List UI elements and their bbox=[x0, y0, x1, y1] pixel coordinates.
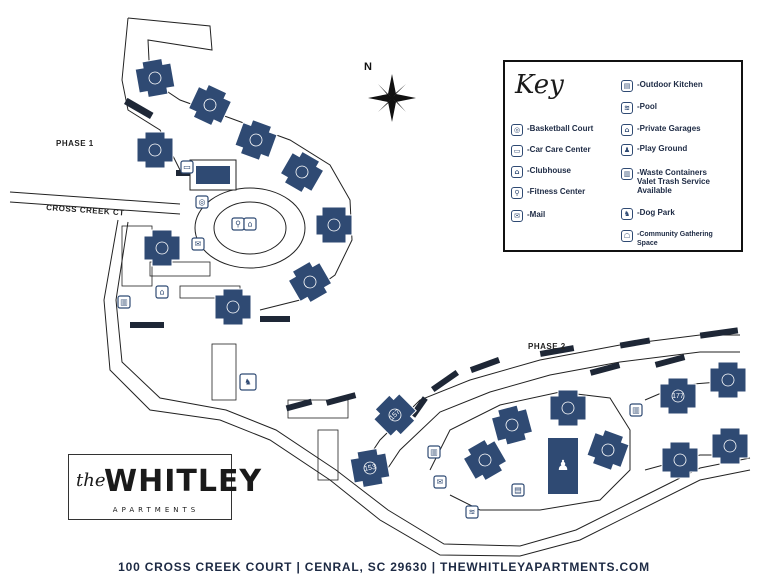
svg-text:⌂: ⌂ bbox=[159, 288, 164, 297]
playground-icon: ♟ bbox=[557, 458, 570, 474]
buildings: 157 153 177 bbox=[134, 57, 749, 489]
key-title: Key bbox=[515, 70, 564, 100]
logo-the: the bbox=[76, 470, 106, 491]
key-item-mail: ✉ -Mail bbox=[511, 210, 545, 222]
key-item-basketball: ◎ -Basketball Court bbox=[511, 124, 593, 136]
building: 153 bbox=[349, 447, 391, 489]
svg-text:◎: ◎ bbox=[199, 198, 206, 207]
phase2-label: PHASE 2 bbox=[528, 342, 566, 351]
svg-text:▥: ▥ bbox=[120, 298, 128, 307]
pool-area: ♟ bbox=[189, 159, 578, 494]
building bbox=[549, 389, 587, 427]
dog-icon: ♞ bbox=[621, 208, 633, 220]
key-item-waste: ▥ -Waste Containers Valet Trash Service … bbox=[621, 168, 710, 195]
building bbox=[709, 361, 747, 399]
building bbox=[490, 404, 534, 446]
basketball-icon: ◎ bbox=[511, 124, 523, 136]
key-item-car-care: ▭ -Car Care Center bbox=[511, 145, 591, 157]
key-item-fitness: ⚲ -Fitness Center bbox=[511, 187, 585, 199]
logo-name: WHITLEY bbox=[104, 464, 263, 499]
building bbox=[279, 150, 325, 194]
compass-icon bbox=[368, 74, 416, 122]
svg-text:✉: ✉ bbox=[195, 240, 202, 249]
building: 157 bbox=[373, 393, 417, 437]
building bbox=[586, 429, 630, 471]
pool-icon: ≋ bbox=[621, 102, 633, 114]
key-item-dog-park: ♞ -Dog Park bbox=[621, 208, 675, 220]
building bbox=[187, 83, 233, 127]
svg-text:▥: ▥ bbox=[632, 406, 640, 415]
svg-text:✉: ✉ bbox=[437, 478, 444, 487]
logo-frame bbox=[68, 454, 232, 520]
building-number: 177 bbox=[672, 393, 684, 400]
street-label: CROSS CREEK CT bbox=[46, 203, 125, 217]
clubhouse-icon: ⌂ bbox=[511, 166, 523, 178]
fitness-icon: ⚲ bbox=[511, 187, 523, 199]
building bbox=[462, 438, 508, 482]
key-item-pool: ≋ -Pool bbox=[621, 102, 657, 114]
amenity-icons: ▭ ◎ ⚲ ⌂ ✉ ▥ ⌂ ♞ ▥ ✉ ▤ ▥ ≋ bbox=[117, 160, 643, 519]
svg-text:⌂: ⌂ bbox=[247, 220, 252, 229]
building: 177 bbox=[659, 377, 697, 415]
key-item-community: ☖ -Community Gathering Space bbox=[621, 230, 713, 248]
logo-sub: APARTMENTS bbox=[112, 506, 200, 514]
waste-icon: ▥ bbox=[621, 168, 633, 180]
svg-text:≋: ≋ bbox=[469, 508, 476, 517]
building bbox=[711, 427, 749, 465]
outdoor-kitchen-icon: ▤ bbox=[621, 80, 633, 92]
svg-text:♞: ♞ bbox=[244, 378, 251, 387]
building bbox=[136, 131, 174, 169]
garage-icon: ⌂ bbox=[621, 124, 633, 136]
key-item-playground: ♟ -Play Ground bbox=[621, 144, 687, 156]
parking-lots bbox=[121, 225, 349, 481]
car-icon: ▭ bbox=[511, 145, 523, 157]
key-item-clubhouse: ⌂ -Clubhouse bbox=[511, 166, 571, 178]
map-key: Key ◎ -Basketball Court ▭ -Car Care Cent… bbox=[503, 60, 743, 252]
phase1-label: PHASE 1 bbox=[56, 139, 94, 148]
footer-address: 100 CROSS CREEK COURT | CENRAL, SC 29630… bbox=[118, 560, 650, 574]
svg-text:⚲: ⚲ bbox=[235, 220, 241, 229]
key-item-garages: ⌂ -Private Garages bbox=[621, 124, 701, 136]
svg-text:▥: ▥ bbox=[430, 448, 438, 457]
svg-text:▭: ▭ bbox=[183, 163, 191, 172]
building bbox=[234, 119, 278, 161]
building-number: 153 bbox=[364, 464, 377, 473]
playground-icon: ♟ bbox=[621, 144, 633, 156]
key-item-outdoor-kitchen: ▤ -Outdoor Kitchen bbox=[621, 80, 703, 92]
building bbox=[661, 441, 699, 479]
mail-icon: ✉ bbox=[511, 210, 523, 222]
building bbox=[214, 288, 252, 326]
building bbox=[134, 57, 176, 99]
building bbox=[143, 229, 181, 267]
community-icon: ☖ bbox=[621, 230, 633, 242]
north-label: N bbox=[364, 61, 372, 73]
building bbox=[287, 260, 333, 304]
building bbox=[315, 206, 353, 244]
whitley-logo: the WHITLEY APARTMENTS bbox=[62, 448, 261, 526]
svg-text:▤: ▤ bbox=[514, 486, 522, 495]
